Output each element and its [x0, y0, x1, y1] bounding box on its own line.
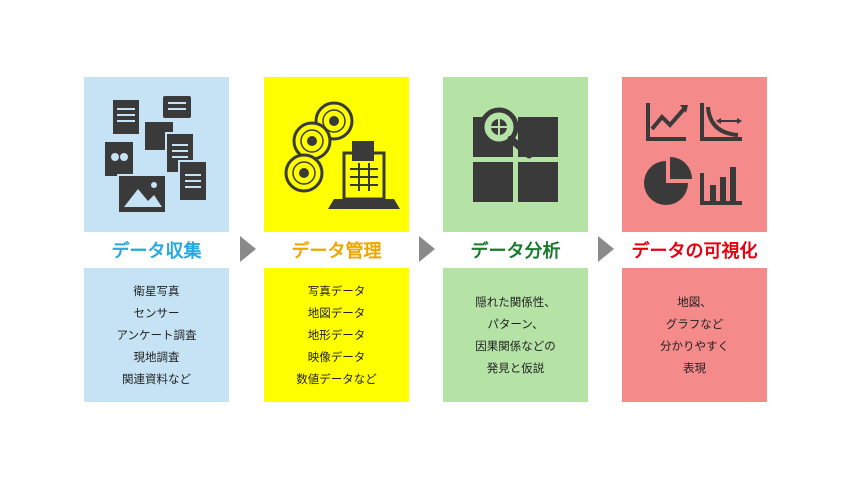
discs-and-laptop-icon	[284, 101, 400, 209]
stage-icon-area	[622, 77, 767, 232]
stage-icon-area	[264, 77, 409, 232]
charts-icon	[644, 103, 742, 205]
description-line: パターン、	[487, 317, 544, 331]
description-line: 写真データ	[307, 284, 366, 298]
description-line: 分かりやすく	[660, 339, 729, 353]
stage-description: 衛星写真 センサー アンケート調査 現地調査 関連資料など	[84, 268, 229, 402]
stage-title: データ分析	[443, 232, 588, 268]
stage-icon-area	[443, 77, 588, 232]
stage-description: 隠れた関係性、 パターン、 因果関係などの 発見と仮説	[443, 268, 588, 402]
description-line: 地図、	[677, 295, 712, 309]
description-line: グラフなど	[665, 317, 724, 331]
stage-title: データの可視化	[622, 232, 767, 268]
description-line: 関連資料など	[122, 372, 191, 386]
description-line: センサー	[133, 306, 180, 320]
stage-data-management: データ管理 写真データ 地図データ 地形データ 映像データ 数値データなど	[264, 77, 409, 402]
flow-arrow-icon	[419, 236, 435, 262]
stage-description: 地図、 グラフなど 分かりやすく 表現	[622, 268, 767, 402]
description-line: 隠れた関係性、	[475, 295, 556, 309]
stage-title: データ収集	[84, 232, 229, 268]
description-line: 現地調査	[133, 350, 180, 364]
stage-title: データ管理	[264, 232, 409, 268]
description-line: 映像データ	[307, 350, 366, 364]
description-line: 衛星写真	[133, 284, 180, 298]
flow-arrow-icon	[240, 236, 256, 262]
stage-icon-area	[84, 77, 229, 232]
description-line: 発見と仮説	[486, 361, 545, 375]
documents-collection-icon	[103, 94, 208, 214]
description-line: 地図データ	[307, 306, 366, 320]
stage-data-analysis: データ分析 隠れた関係性、 パターン、 因果関係などの 発見と仮説	[443, 77, 588, 402]
description-line: 因果関係などの	[475, 339, 556, 353]
description-line: 数値データなど	[296, 372, 377, 386]
description-line: アンケート調査	[116, 328, 197, 342]
stage-description: 写真データ 地図データ 地形データ 映像データ 数値データなど	[264, 268, 409, 402]
flow-arrow-icon	[598, 236, 614, 262]
stage-data-visualization: データの可視化 地図、 グラフなど 分かりやすく 表現	[622, 77, 767, 402]
magnifier-grid-icon	[473, 107, 558, 202]
stage-data-collection: データ収集 衛星写真 センサー アンケート調査 現地調査 関連資料など	[84, 77, 229, 402]
description-line: 表現	[683, 361, 706, 375]
description-line: 地形データ	[307, 328, 366, 342]
